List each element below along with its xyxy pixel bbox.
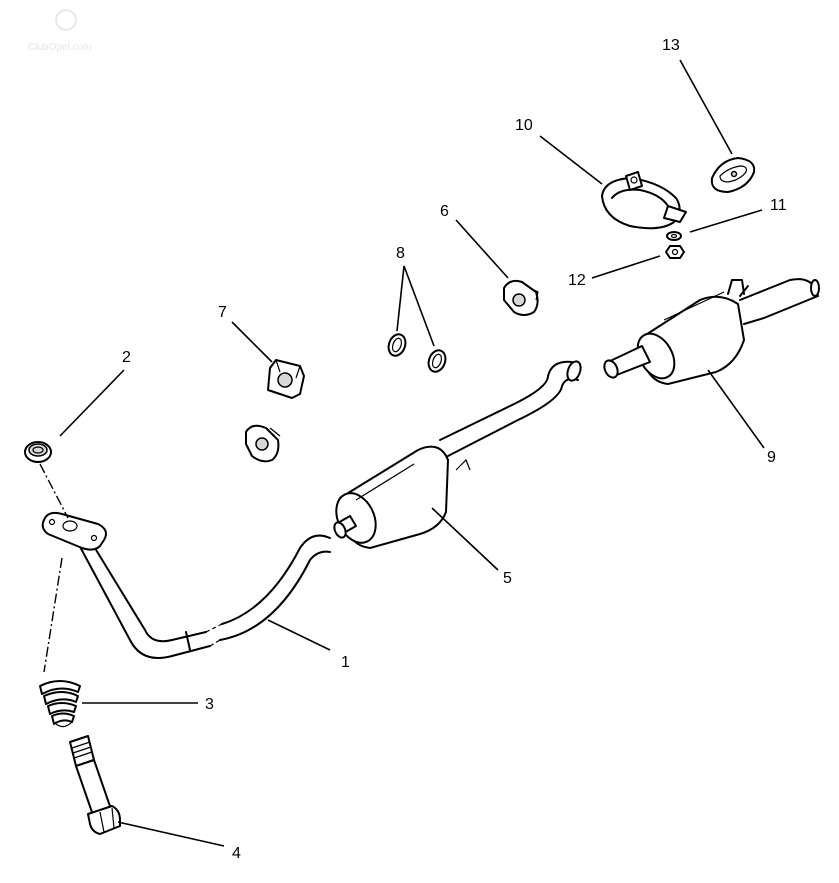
- part-rubber-mount: [267, 359, 305, 399]
- callout-12: 12: [568, 272, 586, 289]
- watermark: ClubOpel.com: [28, 9, 91, 53]
- part-washer: [666, 231, 682, 241]
- part-front-hanger: [245, 424, 281, 463]
- center-line-lower: [43, 557, 63, 673]
- part-rear-silencer: [603, 278, 820, 385]
- part-front-pipe: [41, 511, 331, 659]
- center-line-upper: [39, 463, 69, 519]
- part-gasket: [24, 441, 52, 463]
- callout-5: 5: [503, 570, 512, 587]
- part-spring: [39, 680, 81, 728]
- part-seal-rings: [387, 333, 447, 373]
- callout-9: 9: [767, 449, 776, 466]
- part-hanger-6: [503, 279, 539, 316]
- part-bolt: [69, 735, 121, 835]
- callout-7: 7: [218, 304, 227, 321]
- watermark-text: ClubOpel.com: [28, 42, 91, 53]
- callout-11: 11: [770, 197, 787, 214]
- callout-13: 13: [662, 37, 680, 54]
- callout-10: 10: [515, 117, 533, 134]
- leader-lines: [59, 59, 765, 847]
- callout-labels: 1 2 3 4 5 6 7 8 9 10 11 12 13: [122, 37, 787, 862]
- callout-8: 8: [396, 245, 405, 262]
- part-clamp: [601, 171, 687, 230]
- callout-3: 3: [205, 696, 214, 713]
- part-rubber-ring: [710, 157, 756, 193]
- callout-2: 2: [122, 349, 131, 366]
- part-nut: [665, 245, 685, 259]
- callout-4: 4: [232, 845, 241, 862]
- callout-1: 1: [341, 654, 350, 671]
- callout-6: 6: [440, 203, 449, 220]
- part-centre-silencer: [333, 360, 582, 549]
